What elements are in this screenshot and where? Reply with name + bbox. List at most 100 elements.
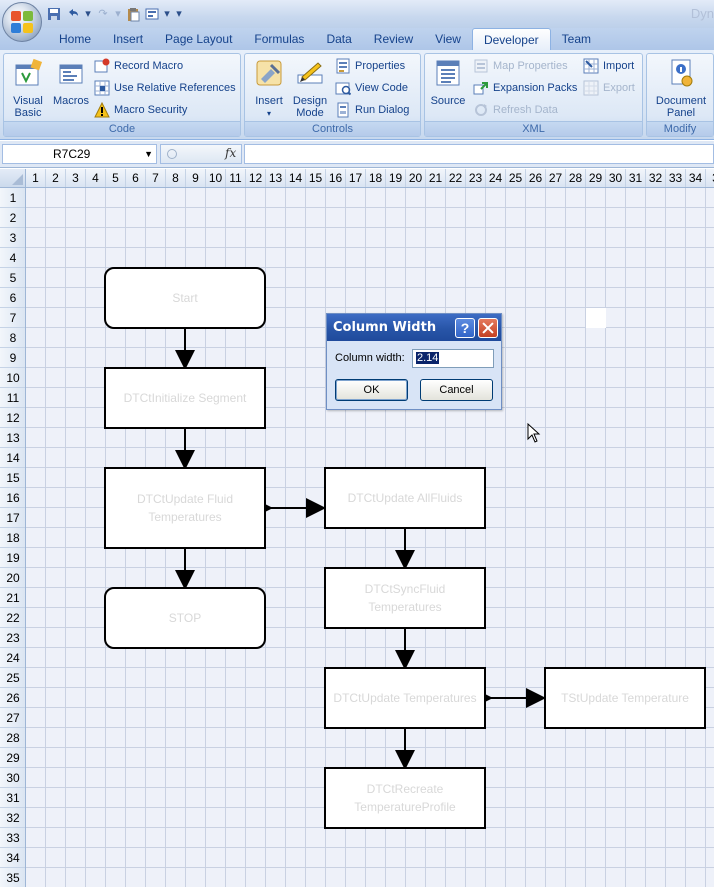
row-header[interactable]: 9 [0,348,25,368]
row-header[interactable]: 20 [0,568,25,588]
column-header[interactable]: 22 [446,169,466,187]
flow-sync-fluid-temperatures[interactable]: DTCtSyncFluid Temperatures [324,567,486,629]
column-header[interactable]: 28 [566,169,586,187]
row-header[interactable]: 31 [0,788,25,808]
tab-team[interactable]: Team [561,32,591,46]
ok-button[interactable]: OK [335,379,408,401]
form-dropdown-icon[interactable]: ▾ [164,8,170,20]
column-header[interactable]: 6 [126,169,146,187]
record-macro-button[interactable]: Record Macro [94,56,183,76]
undo-icon[interactable] [65,6,81,22]
row-header[interactable]: 12 [0,408,25,428]
active-cell[interactable] [586,308,606,328]
row-header[interactable]: 26 [0,688,25,708]
column-header[interactable]: 19 [386,169,406,187]
row-header[interactable]: 14 [0,448,25,468]
design-mode-button[interactable]: Design Mode [291,57,329,119]
column-header[interactable]: 29 [586,169,606,187]
column-header[interactable]: 25 [506,169,526,187]
column-header[interactable]: 13 [266,169,286,187]
office-button[interactable] [2,2,42,42]
column-header[interactable]: 27 [546,169,566,187]
macros-button[interactable]: Macros [52,57,90,107]
cancel-button[interactable]: Cancel [420,379,493,401]
paste-icon[interactable] [125,6,141,22]
row-header[interactable]: 24 [0,648,25,668]
column-header[interactable]: 24 [486,169,506,187]
row-header[interactable]: 17 [0,508,25,528]
flow-start[interactable]: Start [104,267,266,329]
row-header[interactable]: 10 [0,368,25,388]
use-relative-references-button[interactable]: Use Relative References [94,78,236,98]
row-header[interactable]: 11 [0,388,25,408]
name-box-dropdown-icon[interactable]: ▼ [144,149,153,159]
tab-page-layout[interactable]: Page Layout [165,32,233,46]
tab-view[interactable]: View [435,32,461,46]
column-header[interactable]: 33 [666,169,686,187]
row-header[interactable]: 35 [0,868,25,887]
column-header[interactable]: 17 [346,169,366,187]
column-header[interactable]: 32 [646,169,666,187]
row-header[interactable]: 16 [0,488,25,508]
redo-dropdown-icon[interactable]: ▾ [115,8,121,20]
row-header[interactable]: 33 [0,828,25,848]
column-header[interactable]: 34 [686,169,706,187]
row-header[interactable]: 3 [0,228,25,248]
row-header[interactable]: 27 [0,708,25,728]
column-header[interactable]: 18 [366,169,386,187]
flow-update-fluid-temperatures[interactable]: DTCtUpdate Fluid Temperatures [104,467,266,549]
form-icon[interactable] [144,6,160,22]
column-width-input[interactable]: 2.14 [412,349,494,368]
column-header[interactable]: 7 [146,169,166,187]
row-header[interactable]: 19 [0,548,25,568]
close-button[interactable] [478,318,498,338]
insert-function-icon[interactable]: fx [225,146,237,160]
document-panel-button[interactable]: Document Panel [650,57,712,119]
row-header[interactable]: 32 [0,808,25,828]
column-header[interactable]: 9 [186,169,206,187]
row-header[interactable]: 22 [0,608,25,628]
column-header[interactable]: 14 [286,169,306,187]
column-header[interactable]: 26 [526,169,546,187]
column-header[interactable]: 5 [106,169,126,187]
refresh-data-button[interactable]: Refresh Data [473,100,558,120]
row-header[interactable]: 6 [0,288,25,308]
visual-basic-button[interactable]: Visual Basic [8,57,48,119]
column-header[interactable]: 11 [226,169,246,187]
column-header[interactable]: 20 [406,169,426,187]
column-header[interactable]: 23 [466,169,486,187]
map-properties-button[interactable]: Map Properties [473,56,568,76]
column-header[interactable]: 3 [706,169,714,187]
run-dialog-button[interactable]: Run Dialog [335,100,409,120]
import-button[interactable]: Import [583,56,634,76]
row-header[interactable]: 23 [0,628,25,648]
tab-data[interactable]: Data [326,32,352,46]
expansion-packs-button[interactable]: Expansion Packs [473,78,577,98]
row-header[interactable]: 34 [0,848,25,868]
save-icon[interactable] [46,6,62,22]
column-header[interactable]: 16 [326,169,346,187]
column-header[interactable]: 4 [86,169,106,187]
column-header[interactable]: 12 [246,169,266,187]
name-box[interactable]: R7C29 ▼ [2,144,157,164]
row-header[interactable]: 1 [0,188,25,208]
tab-developer[interactable]: Developer [471,28,551,50]
row-header[interactable]: 8 [0,328,25,348]
column-header[interactable]: 15 [306,169,326,187]
select-all-button[interactable] [0,169,26,188]
row-header[interactable]: 25 [0,668,25,688]
column-header[interactable]: 30 [606,169,626,187]
column-header[interactable]: 1 [26,169,46,187]
row-header[interactable]: 18 [0,528,25,548]
column-header[interactable]: 2 [46,169,66,187]
column-header[interactable]: 10 [206,169,226,187]
source-button[interactable]: Source [428,57,468,107]
column-header[interactable]: 21 [426,169,446,187]
flow-recreate-temperature-profile[interactable]: DTCtRecreate TemperatureProfile [324,767,486,829]
properties-button[interactable]: Properties [335,56,405,76]
insert-control-button[interactable]: Insert▾ [249,57,289,120]
row-header[interactable]: 7 [0,308,25,328]
formula-input[interactable] [244,144,714,164]
row-header[interactable]: 29 [0,748,25,768]
row-header[interactable]: 2 [0,208,25,228]
